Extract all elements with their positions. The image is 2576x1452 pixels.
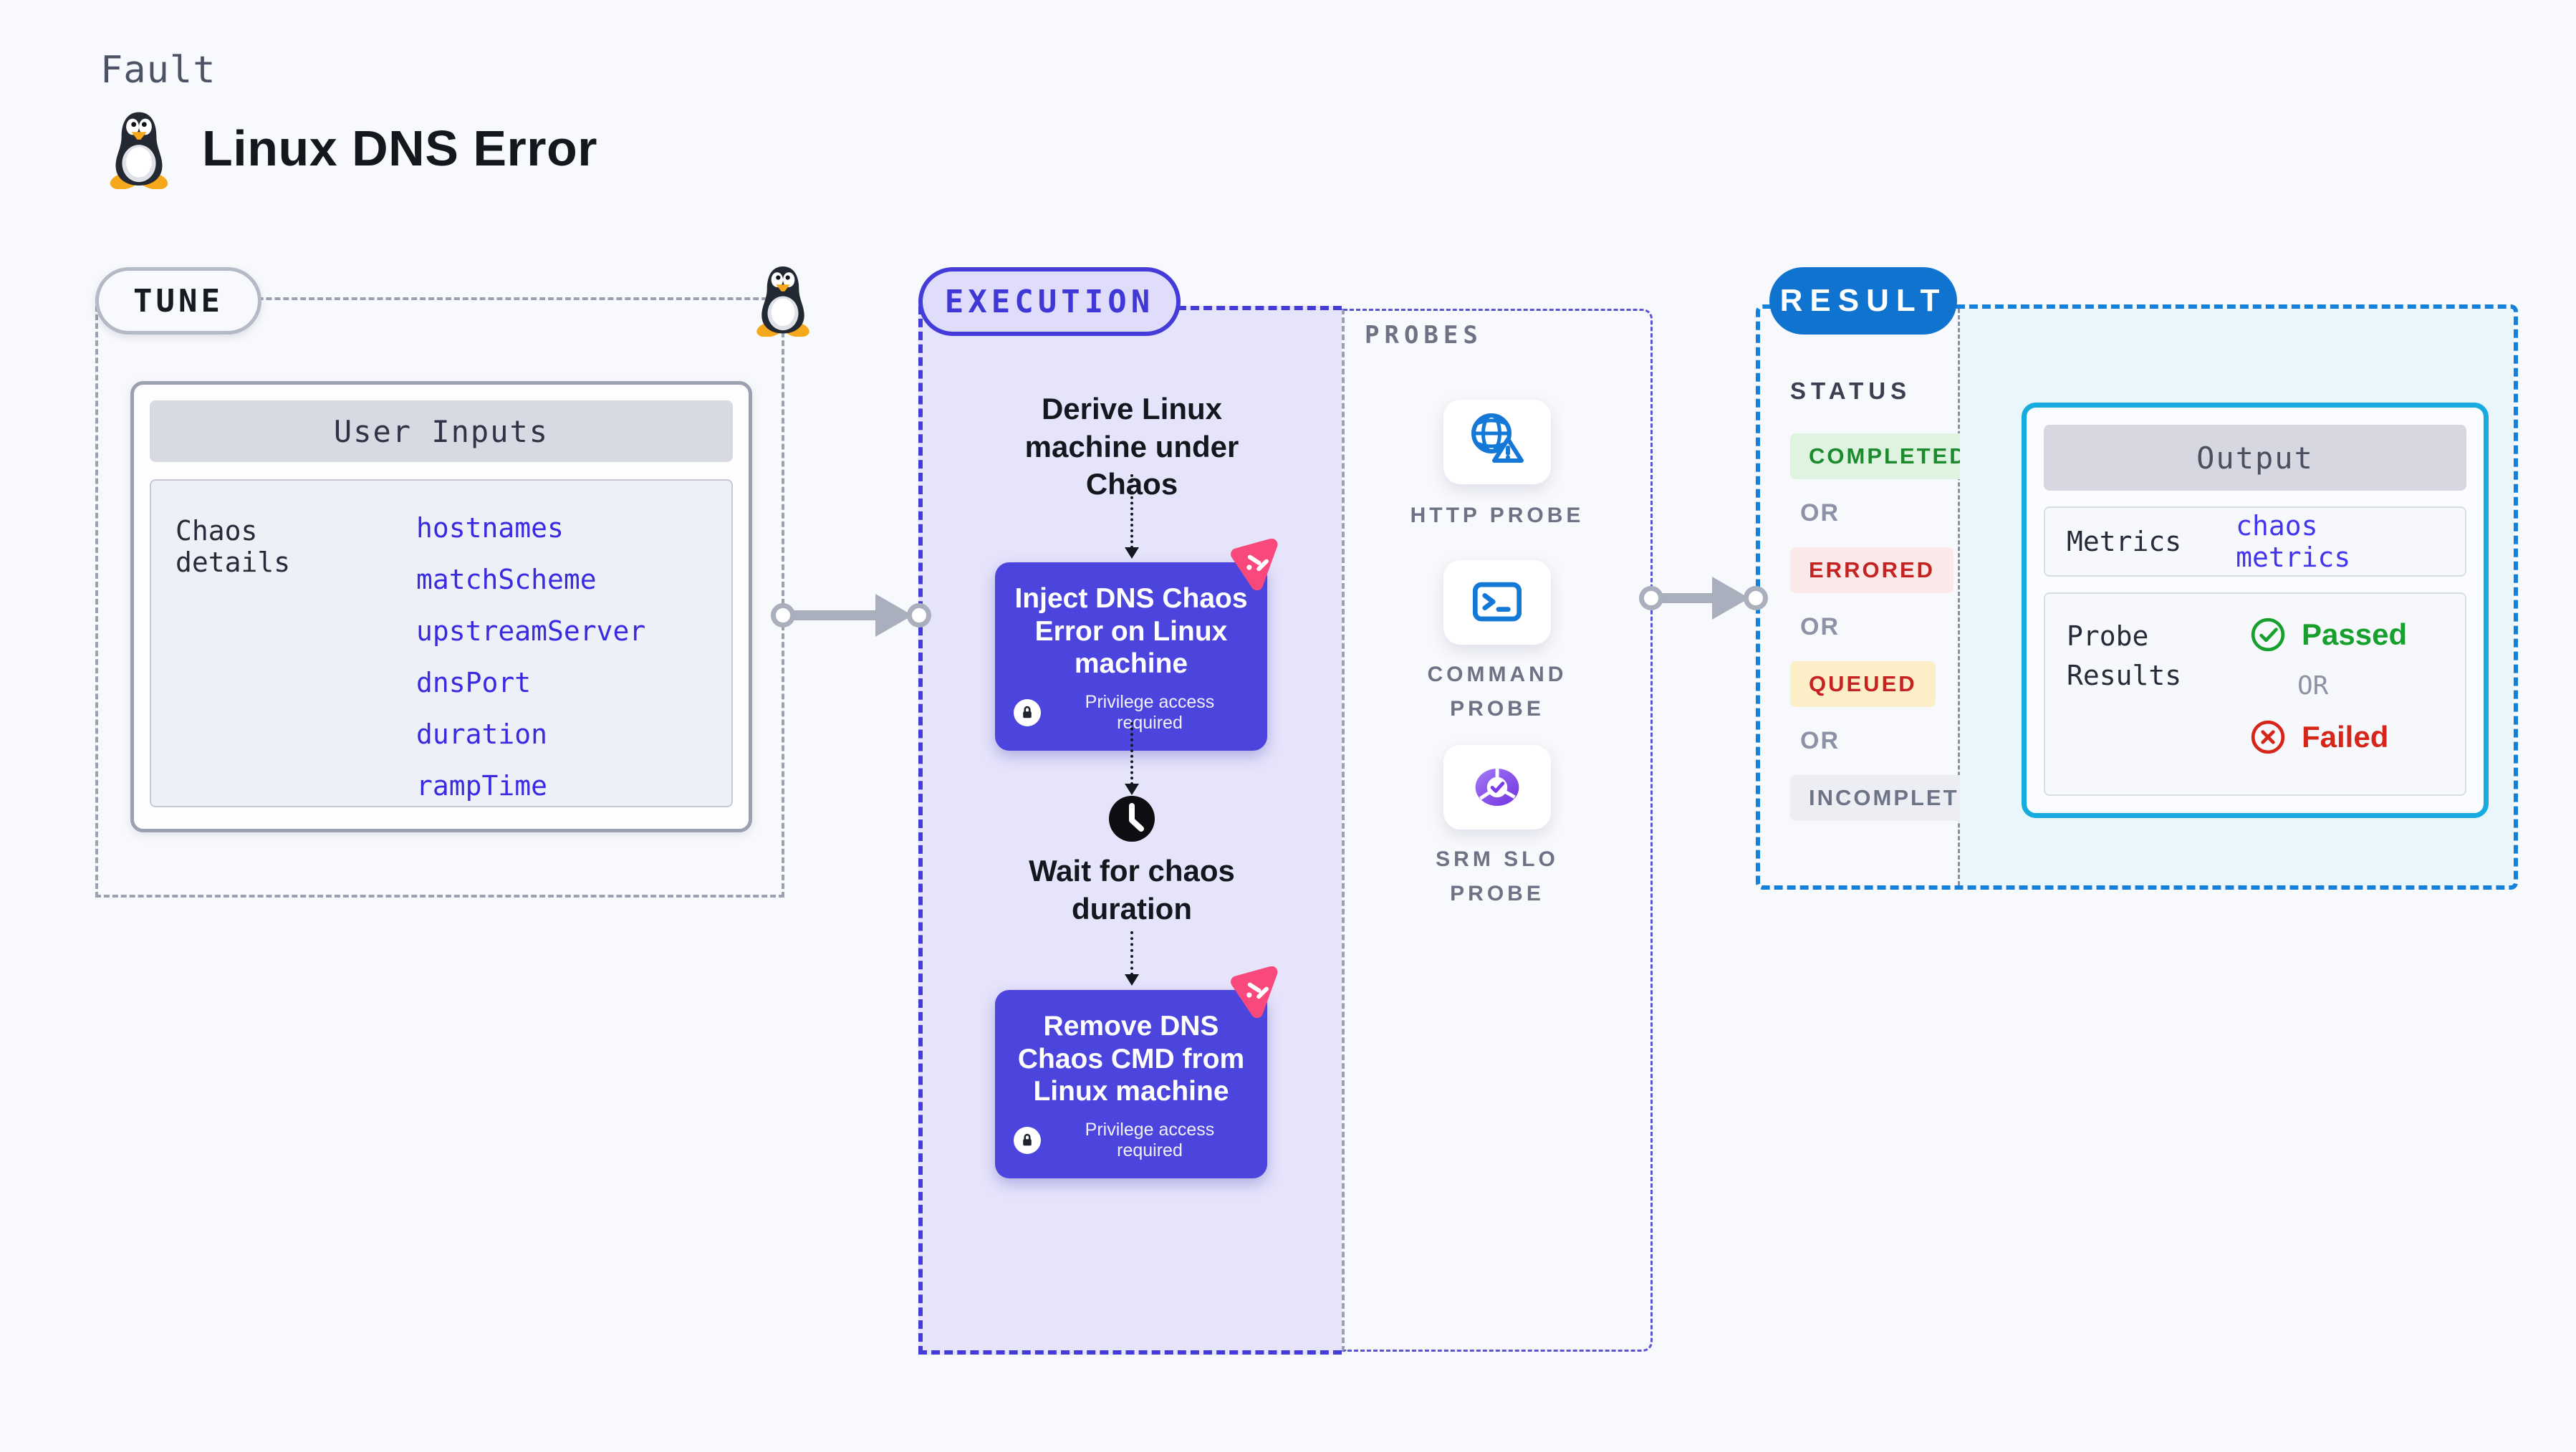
inject-chaos-node: Inject DNS Chaos Error on Linux machine … bbox=[995, 562, 1267, 751]
probe-results-row: Probe Results Passed OR bbox=[2044, 592, 2466, 796]
failed-line: Failed bbox=[2250, 719, 2388, 755]
connector-dot bbox=[907, 603, 931, 628]
tux-penguin-icon bbox=[754, 266, 812, 337]
srm-slo-probe-label: SRM SLO PROBE bbox=[1436, 847, 1559, 905]
tune-to-execution-arrow-icon bbox=[771, 592, 931, 638]
x-circle-icon bbox=[2251, 720, 2285, 754]
chaos-details-panel: Chaos details hostnames matchScheme upst… bbox=[150, 479, 733, 807]
output-area: Output Metrics chaos metrics Probe Resul… bbox=[1960, 309, 2514, 885]
or-label: OR bbox=[2297, 671, 2329, 701]
execution-to-result-arrow-icon bbox=[1639, 575, 1768, 621]
connector-dot bbox=[771, 603, 795, 628]
clock-icon bbox=[1109, 796, 1155, 842]
fault-kicker: Fault bbox=[100, 49, 216, 92]
param-item: duration bbox=[416, 718, 548, 750]
page-title-row: Linux DNS Error bbox=[102, 107, 597, 189]
globe-alert-icon bbox=[1471, 413, 1524, 463]
flow-arrow-down-icon bbox=[1125, 474, 1139, 559]
http-probe-label: HTTP PROBE bbox=[1410, 504, 1585, 527]
param-item: dnsPort bbox=[416, 667, 532, 698]
privilege-text: Privilege access required bbox=[1085, 691, 1215, 733]
or-label: OR bbox=[1800, 613, 1840, 640]
user-inputs-card: User Inputs Chaos details hostnames matc… bbox=[130, 381, 752, 832]
litmus-chaos-icon bbox=[1228, 539, 1282, 593]
check-circle-icon bbox=[2251, 617, 2285, 652]
execution-panel bbox=[918, 306, 1342, 1355]
lock-icon bbox=[1014, 1126, 1041, 1154]
privilege-badge: Privilege access required bbox=[1014, 692, 1249, 734]
srm-slo-probe-card bbox=[1443, 745, 1551, 830]
chaos-params-list: hostnames matchScheme upstreamServer dns… bbox=[416, 512, 646, 802]
probe-results-values: Passed OR Failed bbox=[2250, 617, 2407, 755]
failed-label: Failed bbox=[2302, 720, 2389, 754]
param-item: hostnames bbox=[416, 512, 564, 544]
privilege-text: Privilege access required bbox=[1085, 1119, 1215, 1160]
status-badge-queued: QUEUED bbox=[1790, 661, 1936, 707]
metrics-row: Metrics chaos metrics bbox=[2044, 506, 2466, 577]
param-item: upstreamServer bbox=[416, 615, 646, 647]
command-probe-card bbox=[1443, 560, 1551, 645]
status-badge-errored: ERRORED bbox=[1790, 547, 1954, 593]
result-pill: RESULT bbox=[1769, 267, 1957, 335]
status-badge-completed: COMPLETED bbox=[1790, 433, 1986, 479]
litmus-chaos-icon bbox=[1228, 966, 1282, 1021]
status-column: STATUS COMPLETED OR ERRORED OR QUEUED OR… bbox=[1760, 309, 2013, 885]
flow-arrow-down-icon bbox=[1125, 722, 1139, 795]
or-label: OR bbox=[1800, 727, 1840, 754]
passed-line: Passed bbox=[2250, 617, 2407, 653]
probes-heading: PROBES bbox=[1365, 321, 1483, 350]
remove-step-text: Remove DNS Chaos CMD from Linux machine bbox=[1017, 1011, 1245, 1107]
output-card: Output Metrics chaos metrics Probe Resul… bbox=[2022, 403, 2489, 818]
execution-pill: EXECUTION bbox=[918, 267, 1181, 336]
connector-dot bbox=[1744, 586, 1768, 610]
lock-icon bbox=[1014, 698, 1041, 726]
privilege-badge: Privilege access required bbox=[1014, 1120, 1249, 1161]
param-item: matchScheme bbox=[416, 564, 597, 595]
param-item: rampTime bbox=[416, 770, 548, 802]
page-title: Linux DNS Error bbox=[202, 120, 598, 176]
flow-arrow-down-icon bbox=[1125, 931, 1139, 986]
derive-step-text: Derive Linux machine under Chaos bbox=[1024, 392, 1239, 501]
chaos-details-label: Chaos details bbox=[176, 515, 291, 578]
inject-step-text: Inject DNS Chaos Error on Linux machine bbox=[1014, 583, 1248, 680]
output-title: Output bbox=[2044, 425, 2466, 491]
tune-pill: TUNE bbox=[95, 267, 261, 335]
probe-results-label: Probe Results bbox=[2067, 620, 2182, 692]
metrics-value: chaos metrics bbox=[2236, 510, 2351, 573]
result-section-box: STATUS COMPLETED OR ERRORED OR QUEUED OR… bbox=[1756, 304, 2518, 890]
tune-section-box bbox=[95, 297, 784, 898]
user-inputs-title: User Inputs bbox=[150, 400, 733, 462]
connector-dot bbox=[1639, 586, 1663, 610]
terminal-icon bbox=[1472, 582, 1522, 622]
or-label: OR bbox=[1800, 499, 1840, 527]
probes-panel bbox=[1342, 309, 1653, 1352]
status-heading: STATUS bbox=[1790, 378, 1912, 404]
passed-label: Passed bbox=[2302, 617, 2408, 651]
slo-donut-icon bbox=[1475, 766, 1519, 806]
remove-chaos-node: Remove DNS Chaos CMD from Linux machine … bbox=[995, 990, 1267, 1178]
metrics-label: Metrics bbox=[2067, 526, 2182, 557]
command-probe-label: COMMAND PROBE bbox=[1427, 663, 1567, 721]
http-probe-card bbox=[1443, 400, 1551, 484]
tux-penguin-icon bbox=[108, 112, 170, 189]
wait-step-text: Wait for chaos duration bbox=[1029, 854, 1235, 925]
